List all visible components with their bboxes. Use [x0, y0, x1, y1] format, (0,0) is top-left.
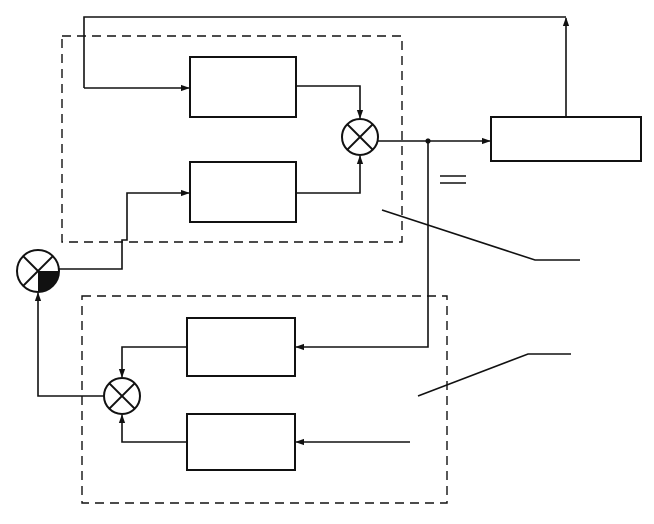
lower-summing-junction — [103, 377, 141, 415]
lower-group-boundary — [81, 295, 448, 504]
branch-point — [425, 138, 431, 144]
upper-block-2-to-sum — [296, 155, 364, 194]
upper-block-2 — [189, 161, 297, 223]
equals-mark — [440, 175, 466, 184]
lower-group-leader-line — [417, 353, 571, 397]
upper-group-boundary — [61, 35, 403, 243]
upper-block-1-to-sum — [296, 85, 364, 119]
lower-block-1 — [186, 317, 296, 377]
upper-block-1 — [189, 56, 297, 118]
lower-block-2-to-sum — [118, 414, 187, 443]
feedback-to-lower-block-1 — [295, 141, 429, 351]
upper-summing-junction — [341, 118, 379, 156]
main-sum-to-upper-block-2 — [59, 189, 190, 270]
output-block — [490, 116, 642, 162]
lower-block-1-to-sum — [118, 346, 187, 378]
upper-group-leader-line — [381, 209, 580, 261]
feed-to-output-line — [83, 16, 566, 88]
lower-sum-to-main-sum — [34, 292, 104, 397]
main-summing-junction — [16, 249, 60, 293]
lower-block-2 — [186, 413, 296, 471]
